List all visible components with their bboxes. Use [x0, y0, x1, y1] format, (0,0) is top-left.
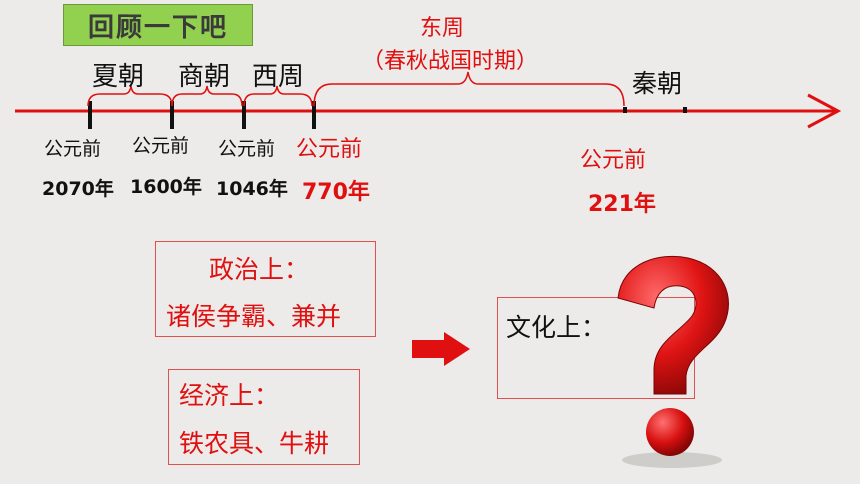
date-1600-prefix: 公元前 [132, 135, 190, 157]
politics-box: 政治上： 诸侯争霸、兼并 [155, 241, 376, 337]
economy-title: 经济上： [179, 381, 280, 410]
dynasty-xizhou: 西周 [252, 62, 305, 92]
brace-dongzhou [313, 71, 625, 107]
brace-shang [171, 85, 243, 107]
date-2070-year: 2070年 [42, 178, 114, 200]
date-770-year: 770年 [302, 180, 370, 205]
economy-box: 经济上： 铁农具、牛耕 [168, 369, 360, 465]
politics-content: 诸侯争霸、兼并 [166, 302, 342, 331]
timeline-arrowhead [807, 93, 842, 129]
question-mark-icon [617, 255, 729, 468]
date-221-prefix: 公元前 [580, 148, 647, 173]
brace-xizhou [243, 85, 313, 107]
dynasty-dongzhou: 东周 [420, 16, 465, 41]
dynasty-xia: 夏朝 [92, 62, 145, 92]
date-1600-year: 1600年 [130, 176, 202, 198]
date-221-year: 221年 [588, 192, 656, 217]
brace-xia [87, 85, 173, 107]
date-2070-prefix: 公元前 [44, 138, 102, 160]
date-770-prefix: 公元前 [296, 137, 363, 162]
arrow-right-icon [412, 332, 470, 366]
review-title-box: 回顾一下吧 [63, 4, 253, 46]
date-1046-year: 1046年 [216, 178, 288, 200]
tick-221 [623, 107, 627, 113]
dynasty-shang: 商朝 [178, 62, 231, 92]
dynasty-dongzhou-sub: （春秋战国时期） [362, 49, 539, 74]
date-1046-prefix: 公元前 [218, 138, 276, 160]
culture-title: 文化上： [506, 313, 607, 342]
politics-title: 政治上： [209, 255, 310, 284]
review-title: 回顾一下吧 [87, 12, 228, 43]
tick-end [683, 107, 687, 113]
economy-content: 铁农具、牛耕 [179, 429, 330, 458]
dynasty-qin: 秦朝 [632, 69, 683, 98]
